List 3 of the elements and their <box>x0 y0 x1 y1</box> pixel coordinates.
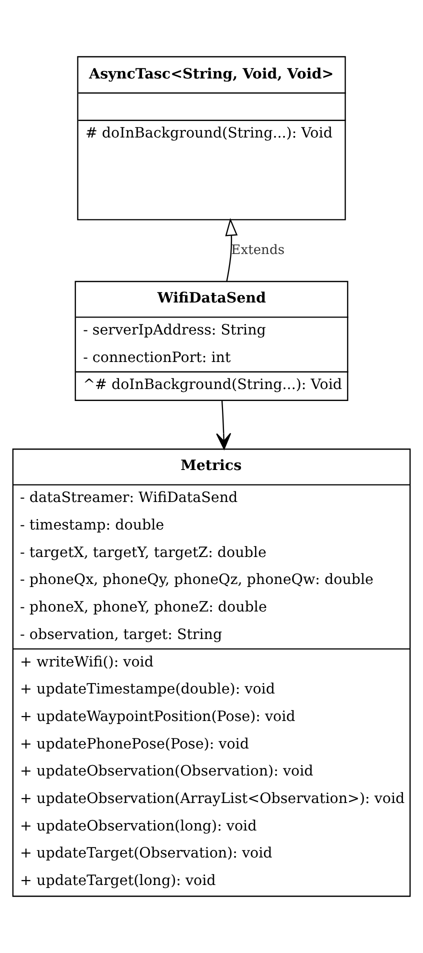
arrow <box>216 400 232 450</box>
arrow <box>225 218 238 282</box>
edge-label: Extends <box>231 242 285 258</box>
